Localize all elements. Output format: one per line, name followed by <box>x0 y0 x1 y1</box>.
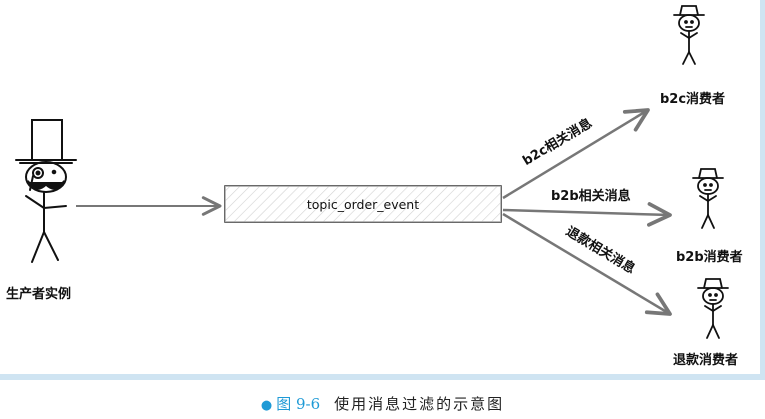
consumer-label-b2b: b2b消费者 <box>676 250 743 265</box>
producer-label: 生产者实例 <box>6 287 72 302</box>
figure-number: 图 9-6 <box>276 395 321 413</box>
panel-right-edge <box>760 0 765 378</box>
b2b-consumer-icon <box>692 168 724 229</box>
refund-consumer-icon <box>697 278 729 339</box>
bullet-icon: ● <box>260 398 273 413</box>
caption-text: 使用消息过滤的示意图 <box>334 395 505 413</box>
consumer-label-b2c: b2c消费者 <box>660 92 726 107</box>
topic-label: topic_order_event <box>225 186 501 222</box>
arrow-refund <box>502 212 672 316</box>
producer-figure-icon <box>15 119 77 263</box>
arrow-b2b <box>502 202 672 227</box>
arrow-b2c <box>502 108 650 200</box>
edge-label-b2b: b2b相关消息 <box>551 189 631 204</box>
b2c-consumer-icon <box>673 5 705 65</box>
consumer-label-refund: 退款消费者 <box>673 353 739 368</box>
figure-caption: ●图 9-6 使用消息过滤的示意图 <box>0 393 765 414</box>
panel-bottom-border <box>0 374 765 380</box>
